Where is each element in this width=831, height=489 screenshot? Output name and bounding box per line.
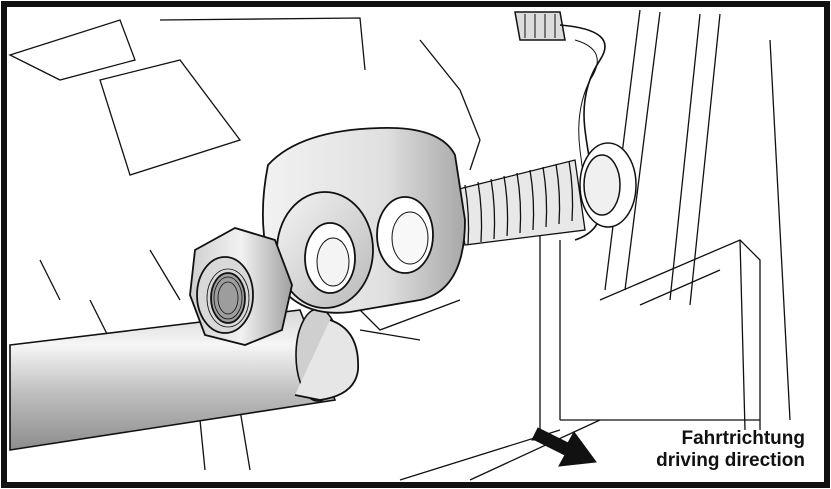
arrow-right-down-icon xyxy=(531,427,597,467)
bushing xyxy=(579,142,637,228)
washer xyxy=(276,191,374,309)
caption-english: driving direction xyxy=(656,450,805,471)
rod xyxy=(9,308,341,451)
threaded-bolt xyxy=(454,159,586,246)
direction-caption: Fahrtrichtung driving direction xyxy=(656,428,805,472)
hex-nut xyxy=(189,227,293,346)
caption-german: Fahrtrichtung xyxy=(681,428,806,449)
